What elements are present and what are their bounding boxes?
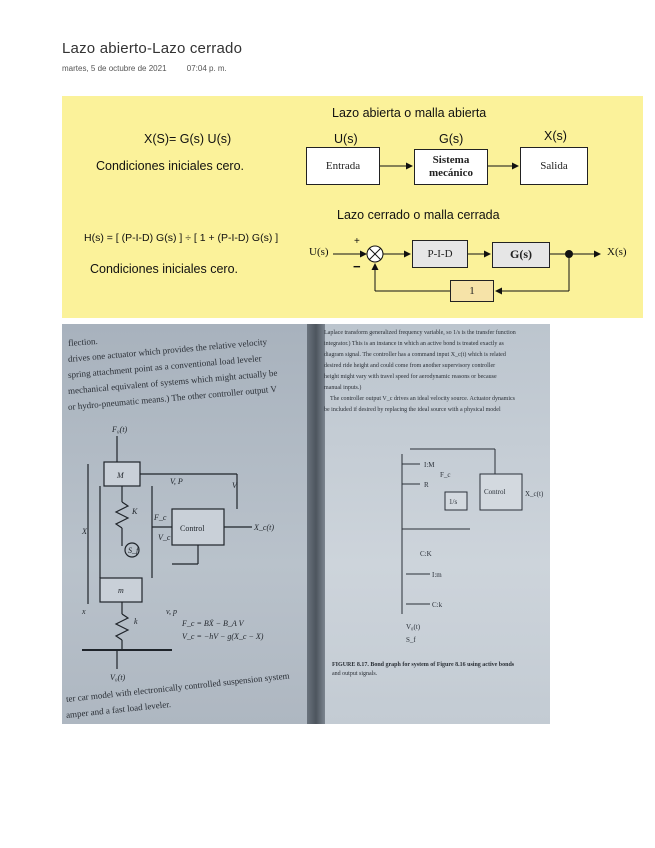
label-fc: F_c [153, 513, 167, 522]
label-x-lower: x [81, 607, 86, 616]
label-k-lower: k [134, 617, 138, 626]
label-f0: F₀(t) [111, 425, 128, 434]
bg-label-ca: C:k [432, 601, 443, 609]
bond-graph-diagram: Control X_c(t) 1/s I:M R F_c C:K I:m C:k… [320, 324, 550, 654]
page-title: Lazo abierto-Lazo cerrado [62, 40, 242, 57]
date-text: martes, 5 de octubre de 2021 [62, 64, 167, 73]
label-k-upper: K [131, 507, 138, 516]
bg-label-im: I:M [424, 461, 435, 469]
label-vc: V_c [158, 533, 171, 542]
bg-label-sf: S_f [406, 636, 416, 644]
label-xc: X_c(t) [253, 523, 274, 532]
bg-label-fc: F_c [440, 471, 451, 479]
time-text: 07:04 p. m. [187, 64, 227, 73]
figure-caption: FIGURE 8.17. Bond graph for system of Fi… [332, 662, 514, 668]
bg-label-lm: I:m [432, 571, 442, 579]
bg-label-r: R [424, 481, 429, 489]
quarter-car-diagram: F₀(t) M K F_c V_c S_f Control X_c(t) X V… [62, 324, 312, 694]
bg-label-xc: X_c(t) [525, 490, 544, 498]
block-diagram-lines [62, 96, 643, 318]
control-loop-slide: Lazo abierta o malla abierta X(S)= G(s) … [62, 96, 643, 318]
figure-caption: and output signals. [332, 671, 377, 677]
label-v0: V₀(t) [110, 673, 126, 682]
label-control: Control [180, 524, 205, 533]
bg-label-v0: V₀(t) [406, 623, 421, 631]
label-vp: V, P [170, 477, 183, 486]
bg-label-ck: C:K [420, 550, 432, 558]
label-m-upper: M [116, 471, 125, 480]
page-date: martes, 5 de octubre de 2021 07:04 p. m. [62, 64, 227, 73]
bg-label-control: Control [484, 488, 505, 496]
label-sf: S_f [128, 546, 140, 555]
book-photo: flection. drives one actuator which prov… [62, 324, 550, 724]
bg-label-1s: 1/s [449, 498, 457, 506]
label-x: X [81, 527, 88, 536]
label-vp-lower: v, p [166, 607, 177, 616]
label-eq2: V_c = −hV − g(X_c − X) [182, 632, 264, 641]
label-m-lower: m [118, 586, 124, 595]
label-eq1: F_c = BẊ − B_A V [181, 619, 245, 628]
